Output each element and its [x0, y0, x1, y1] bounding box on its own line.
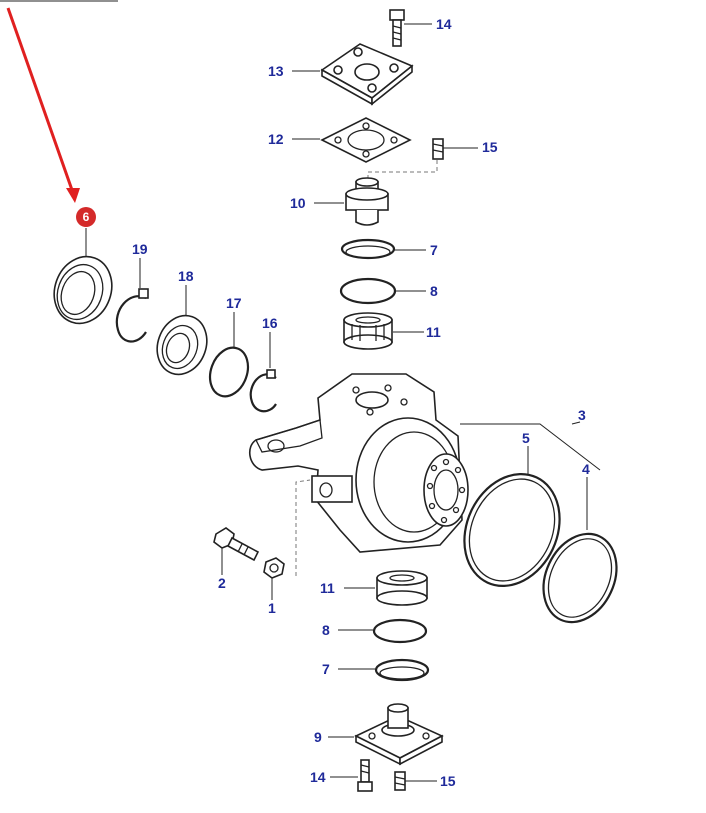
ball-bearing-18 [156, 314, 208, 376]
callout-7-bottom: 7 [322, 661, 330, 677]
callout-11-top: 11 [426, 324, 441, 340]
callout-14-bottom: 14 [310, 769, 326, 785]
grub-screw-top [432, 138, 444, 160]
lower-king-pin-plate [354, 703, 444, 766]
callout-16: 16 [262, 315, 278, 331]
callout-17: 17 [226, 295, 242, 311]
roller-bearing-top [343, 312, 393, 350]
highlight-badge-label: 6 [83, 210, 90, 224]
callout-15-top: 15 [482, 139, 498, 155]
o-ring-17 [208, 346, 250, 398]
callout-5: 5 [522, 430, 530, 446]
steering-knuckle-housing [249, 373, 469, 553]
circlip-16 [249, 369, 277, 413]
bolt-top [389, 9, 405, 47]
circlip-19 [115, 288, 149, 343]
large-seal-ring-4 [542, 532, 618, 624]
callout-12: 12 [268, 131, 284, 147]
bolt-2 [213, 527, 260, 562]
highlight-arrow [6, 7, 74, 191]
king-pin [345, 177, 389, 226]
large-seal-ring-5 [463, 472, 561, 588]
grub-screw-bottom [394, 771, 406, 791]
callout-15-bottom: 15 [440, 773, 456, 789]
gasket [320, 117, 412, 163]
bolt-bottom [357, 759, 373, 792]
callout-2: 2 [218, 575, 226, 591]
shaft-seal-6 [53, 255, 113, 325]
highlight-badge [76, 207, 96, 227]
callout-18: 18 [178, 268, 194, 284]
bracket-3 [460, 423, 601, 471]
callout-14-top: 14 [436, 16, 452, 32]
callout-8-top: 8 [430, 283, 438, 299]
callout-8-bottom: 8 [322, 622, 330, 638]
o-ring-bottom [372, 618, 428, 644]
callout-13: 13 [268, 63, 284, 79]
assembly-line-bolt [295, 479, 311, 576]
nut-1 [263, 557, 285, 579]
upper-plate [320, 43, 414, 106]
callout-19: 19 [132, 241, 148, 257]
bearing-cup-bottom [374, 658, 430, 682]
highlight-arrow-head [66, 188, 80, 203]
leader-3 [571, 421, 581, 425]
roller-bearing-bottom [376, 570, 428, 606]
callout-3: 3 [578, 407, 586, 423]
callout-4: 4 [582, 461, 590, 477]
callout-7-top: 7 [430, 242, 438, 258]
callout-9: 9 [314, 729, 322, 745]
callout-1: 1 [268, 600, 276, 616]
bearing-cup-top [340, 238, 396, 260]
callout-11-bottom: 11 [320, 580, 335, 596]
o-ring-top [339, 277, 397, 305]
callout-10: 10 [290, 195, 306, 211]
